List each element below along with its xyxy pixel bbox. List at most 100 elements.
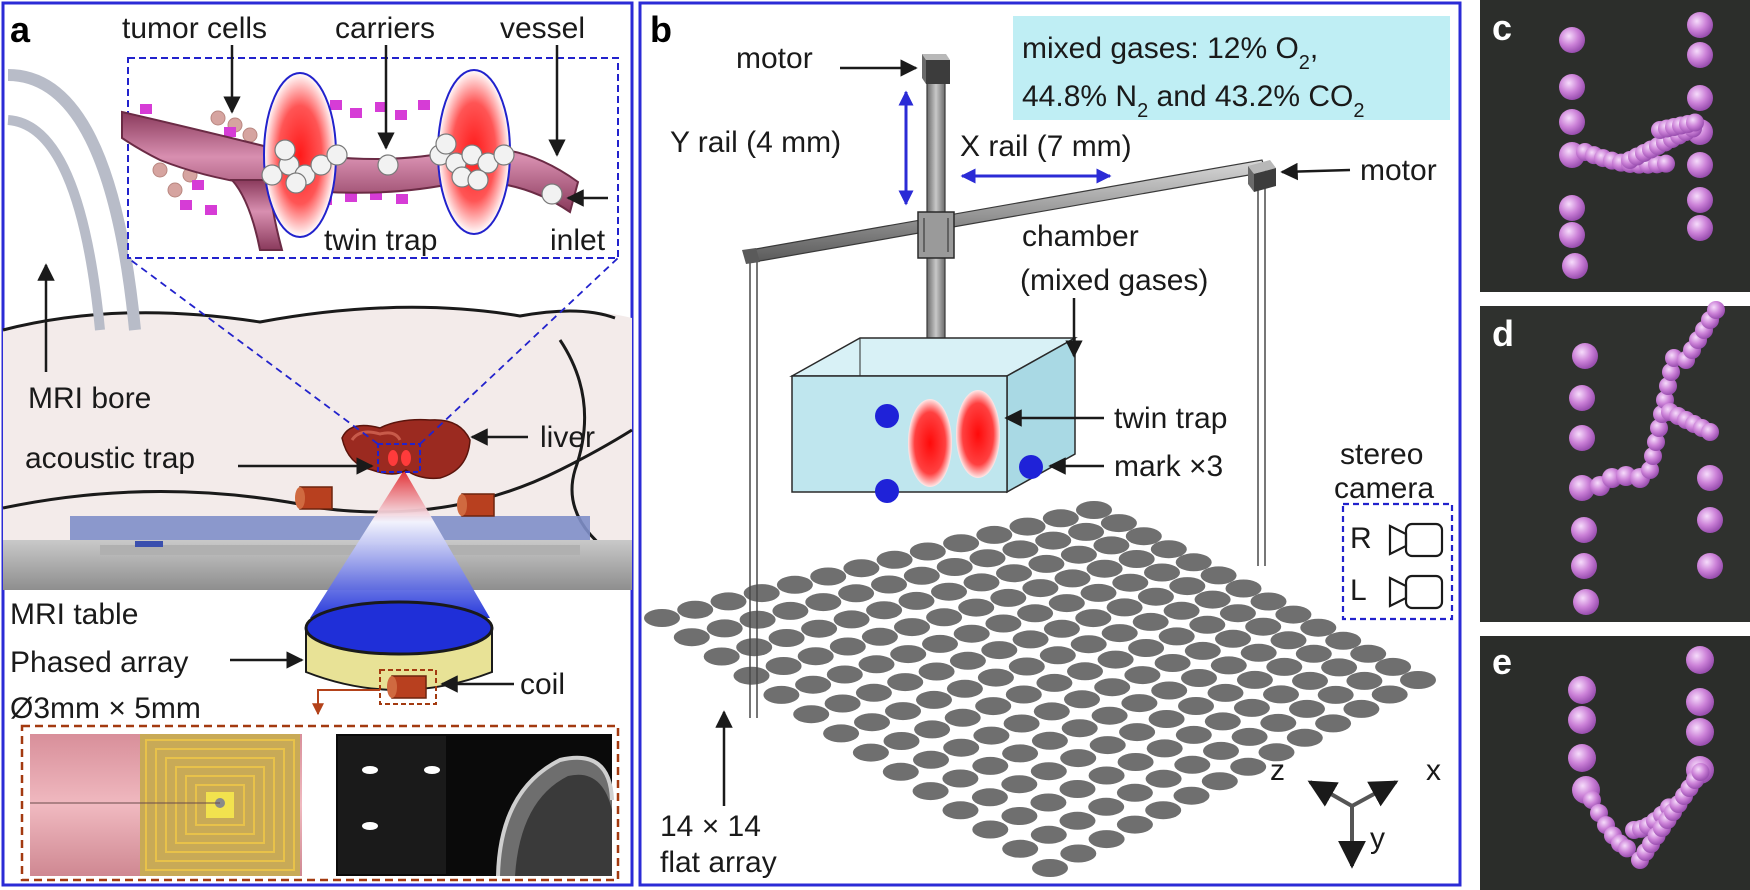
array-element: [1042, 509, 1079, 528]
camera-l-icon: [1388, 574, 1444, 610]
label-array-1: 14 × 14: [660, 810, 761, 843]
mri-bore-arc-inner: [7, 115, 105, 331]
tumor-markers: [140, 100, 488, 215]
array-element: [793, 705, 830, 724]
label-twin-trap-b: twin trap: [1114, 402, 1227, 435]
array-element: [903, 566, 940, 585]
array-element: [1076, 501, 1112, 519]
flat-array: [644, 501, 1436, 877]
bead: [1686, 113, 1704, 132]
twin-trap-left: [263, 72, 337, 238]
array-element: [858, 655, 895, 674]
array-element: [916, 690, 952, 709]
bead: [1662, 363, 1680, 381]
array-element: [1295, 644, 1332, 663]
array-element: [1250, 592, 1287, 611]
array-element: [1116, 783, 1153, 802]
label-chamber-2: (mixed gases): [1020, 264, 1208, 297]
array-element: [861, 627, 898, 646]
array-element: [1060, 844, 1097, 863]
array-element: [1036, 673, 1073, 692]
mri-table-pad: [70, 516, 590, 540]
array-element: [1035, 531, 1072, 550]
array-element: [1233, 698, 1270, 717]
acoustic-trap-focus-left: [388, 450, 398, 466]
array-element: [1317, 685, 1354, 704]
coil-inset-frame: [20, 724, 620, 882]
array-element: [1158, 627, 1195, 646]
bead: [1569, 475, 1595, 501]
array-element: [1258, 743, 1295, 762]
array-element: [1181, 669, 1217, 687]
array-element: [944, 708, 981, 727]
array-element: [1178, 697, 1214, 715]
array-element: [1097, 650, 1134, 669]
array-element: [1175, 553, 1212, 572]
array-element: [733, 666, 770, 685]
array-element: [838, 584, 875, 603]
array-element: [1300, 618, 1337, 637]
motor-right-arrow: [1280, 162, 1351, 181]
label-array-2: flat array: [660, 846, 777, 879]
array-element: [1088, 766, 1125, 785]
array-element: [942, 769, 979, 788]
array-element: [843, 559, 880, 578]
array-element: [1315, 714, 1352, 733]
coil-right: [457, 493, 495, 517]
array-element: [1201, 772, 1238, 791]
label-inlet: inlet: [550, 224, 606, 257]
array-element: [826, 665, 863, 684]
array-element: [768, 629, 805, 647]
array-element: [710, 592, 747, 611]
array-element: [1207, 683, 1244, 702]
array-element: [1022, 579, 1059, 598]
bead: [1559, 27, 1585, 53]
body-top-edge: [2, 305, 616, 332]
bead: [1687, 12, 1713, 38]
bead: [1687, 215, 1713, 241]
label-chamber-1: chamber: [1022, 220, 1139, 253]
array-element: [1121, 694, 1158, 713]
bead: [1691, 763, 1710, 781]
array-element: [946, 679, 983, 698]
array-element: [1117, 753, 1154, 771]
panel-c: c: [1480, 0, 1750, 292]
coil-photo: [30, 734, 302, 876]
mark-1: [875, 404, 899, 428]
array-element: [1030, 762, 1067, 781]
array-element: [776, 575, 813, 594]
array-element: [1219, 604, 1256, 623]
array-element: [1118, 550, 1155, 568]
array-element: [1231, 727, 1268, 746]
array-element: [1146, 739, 1183, 758]
array-element: [1003, 714, 1040, 733]
acoustic-trap-focus-right: [401, 450, 411, 466]
array-element: [1064, 690, 1100, 709]
array-element: [922, 634, 958, 653]
array-element: [1030, 825, 1067, 844]
bead: [1697, 553, 1723, 579]
array-element: [1080, 583, 1117, 602]
array-element: [918, 662, 955, 681]
liver-shape: [341, 418, 471, 480]
array-element: [943, 534, 980, 553]
bead: [1687, 152, 1713, 178]
coordinate-axes: [1307, 780, 1399, 869]
array-element: [1128, 639, 1165, 657]
array-element: [829, 637, 866, 656]
array-element: [990, 588, 1027, 607]
array-element: [1043, 619, 1080, 638]
array-element: [801, 619, 838, 638]
chamber-trap-right: [956, 390, 1000, 478]
array-element: [1145, 769, 1182, 788]
array-element: [1012, 630, 1049, 649]
label-twin-trap-a: twin trap: [324, 224, 437, 257]
bead: [1569, 385, 1595, 411]
array-element: [1325, 631, 1362, 650]
label-motor-top: motor: [736, 42, 813, 75]
zoom-line-right: [419, 257, 619, 445]
array-element: [1270, 631, 1307, 650]
array-element: [1033, 702, 1070, 721]
bead: [1687, 187, 1713, 213]
array-element: [973, 726, 1010, 745]
